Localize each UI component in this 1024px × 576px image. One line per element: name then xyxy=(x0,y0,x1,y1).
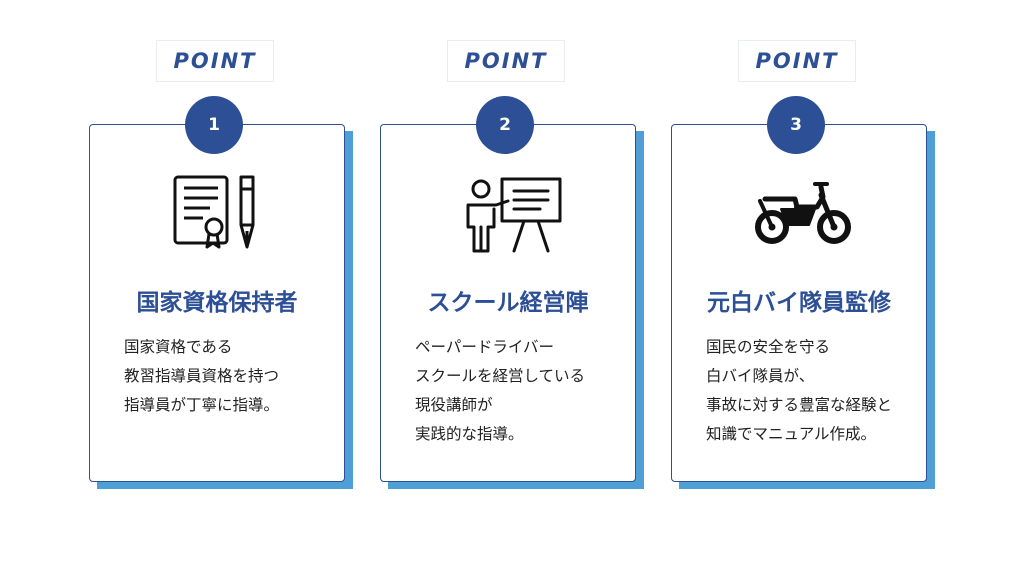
card-body: 国家資格保持者 国家資格である 教習指導員資格を持つ 指導員が丁寧に指導。 xyxy=(89,124,345,482)
point-label: POINT xyxy=(447,40,565,82)
point-number-badge: 3 xyxy=(767,96,825,154)
point-label: POINT xyxy=(738,40,856,82)
card-body: 元白バイ隊員監修 国民の安全を守る 白バイ隊員が、 事故に対する豊富な経験と 知… xyxy=(671,124,927,482)
description-line: 国家資格である xyxy=(124,338,233,356)
card-description: 国家資格である 教習指導員資格を持つ 指導員が丁寧に指導。 xyxy=(124,333,338,420)
description-line: 白バイ隊員が、 xyxy=(706,367,815,385)
point-number-badge: 1 xyxy=(185,96,243,154)
description-line: 事故に対する豊富な経験と xyxy=(706,396,893,414)
description-line: 国民の安全を守る xyxy=(706,338,831,356)
point-label: POINT xyxy=(156,40,274,82)
description-line: 実践的な指導。 xyxy=(415,425,524,443)
description-line: 現役講師が xyxy=(415,396,493,414)
card-description: 国民の安全を守る 白バイ隊員が、 事故に対する豊富な経験と 知識でマニュアル作成… xyxy=(706,333,920,449)
teacher-board-icon xyxy=(466,177,562,253)
card-title: スクール経営陣 xyxy=(427,290,589,316)
card-description: ペーパードライバー スクールを経営している 現役講師が 実践的な指導。 xyxy=(415,333,629,449)
description-line: スクールを経営している xyxy=(415,367,586,385)
point-number-badge: 2 xyxy=(476,96,534,154)
motorcycle-icon xyxy=(755,182,851,244)
card-title: 元白バイ隊員監修 xyxy=(707,290,891,316)
point-card-2: POINT スクール経営陣 ペーパードライバー スクールを経営している 現役講師… xyxy=(380,40,644,492)
certificate-pen-icon xyxy=(173,175,255,249)
description-line: 知識でマニュアル作成。 xyxy=(706,425,877,443)
point-card-3: POINT 元白バイ隊員監修 国民の安全を守る 白バイ隊員が、 事故に対する豊富… xyxy=(671,40,935,492)
description-line: 指導員が丁寧に指導。 xyxy=(124,396,280,414)
card-title: 国家資格保持者 xyxy=(136,290,298,316)
description-line: ペーパードライバー xyxy=(415,338,555,356)
point-card-1: POINT 国家資格保持者 国家資格である 教習指導員資格を持つ 指導員が丁寧に… xyxy=(89,40,353,492)
description-line: 教習指導員資格を持つ xyxy=(124,367,280,385)
card-body: スクール経営陣 ペーパードライバー スクールを経営している 現役講師が 実践的な… xyxy=(380,124,636,482)
